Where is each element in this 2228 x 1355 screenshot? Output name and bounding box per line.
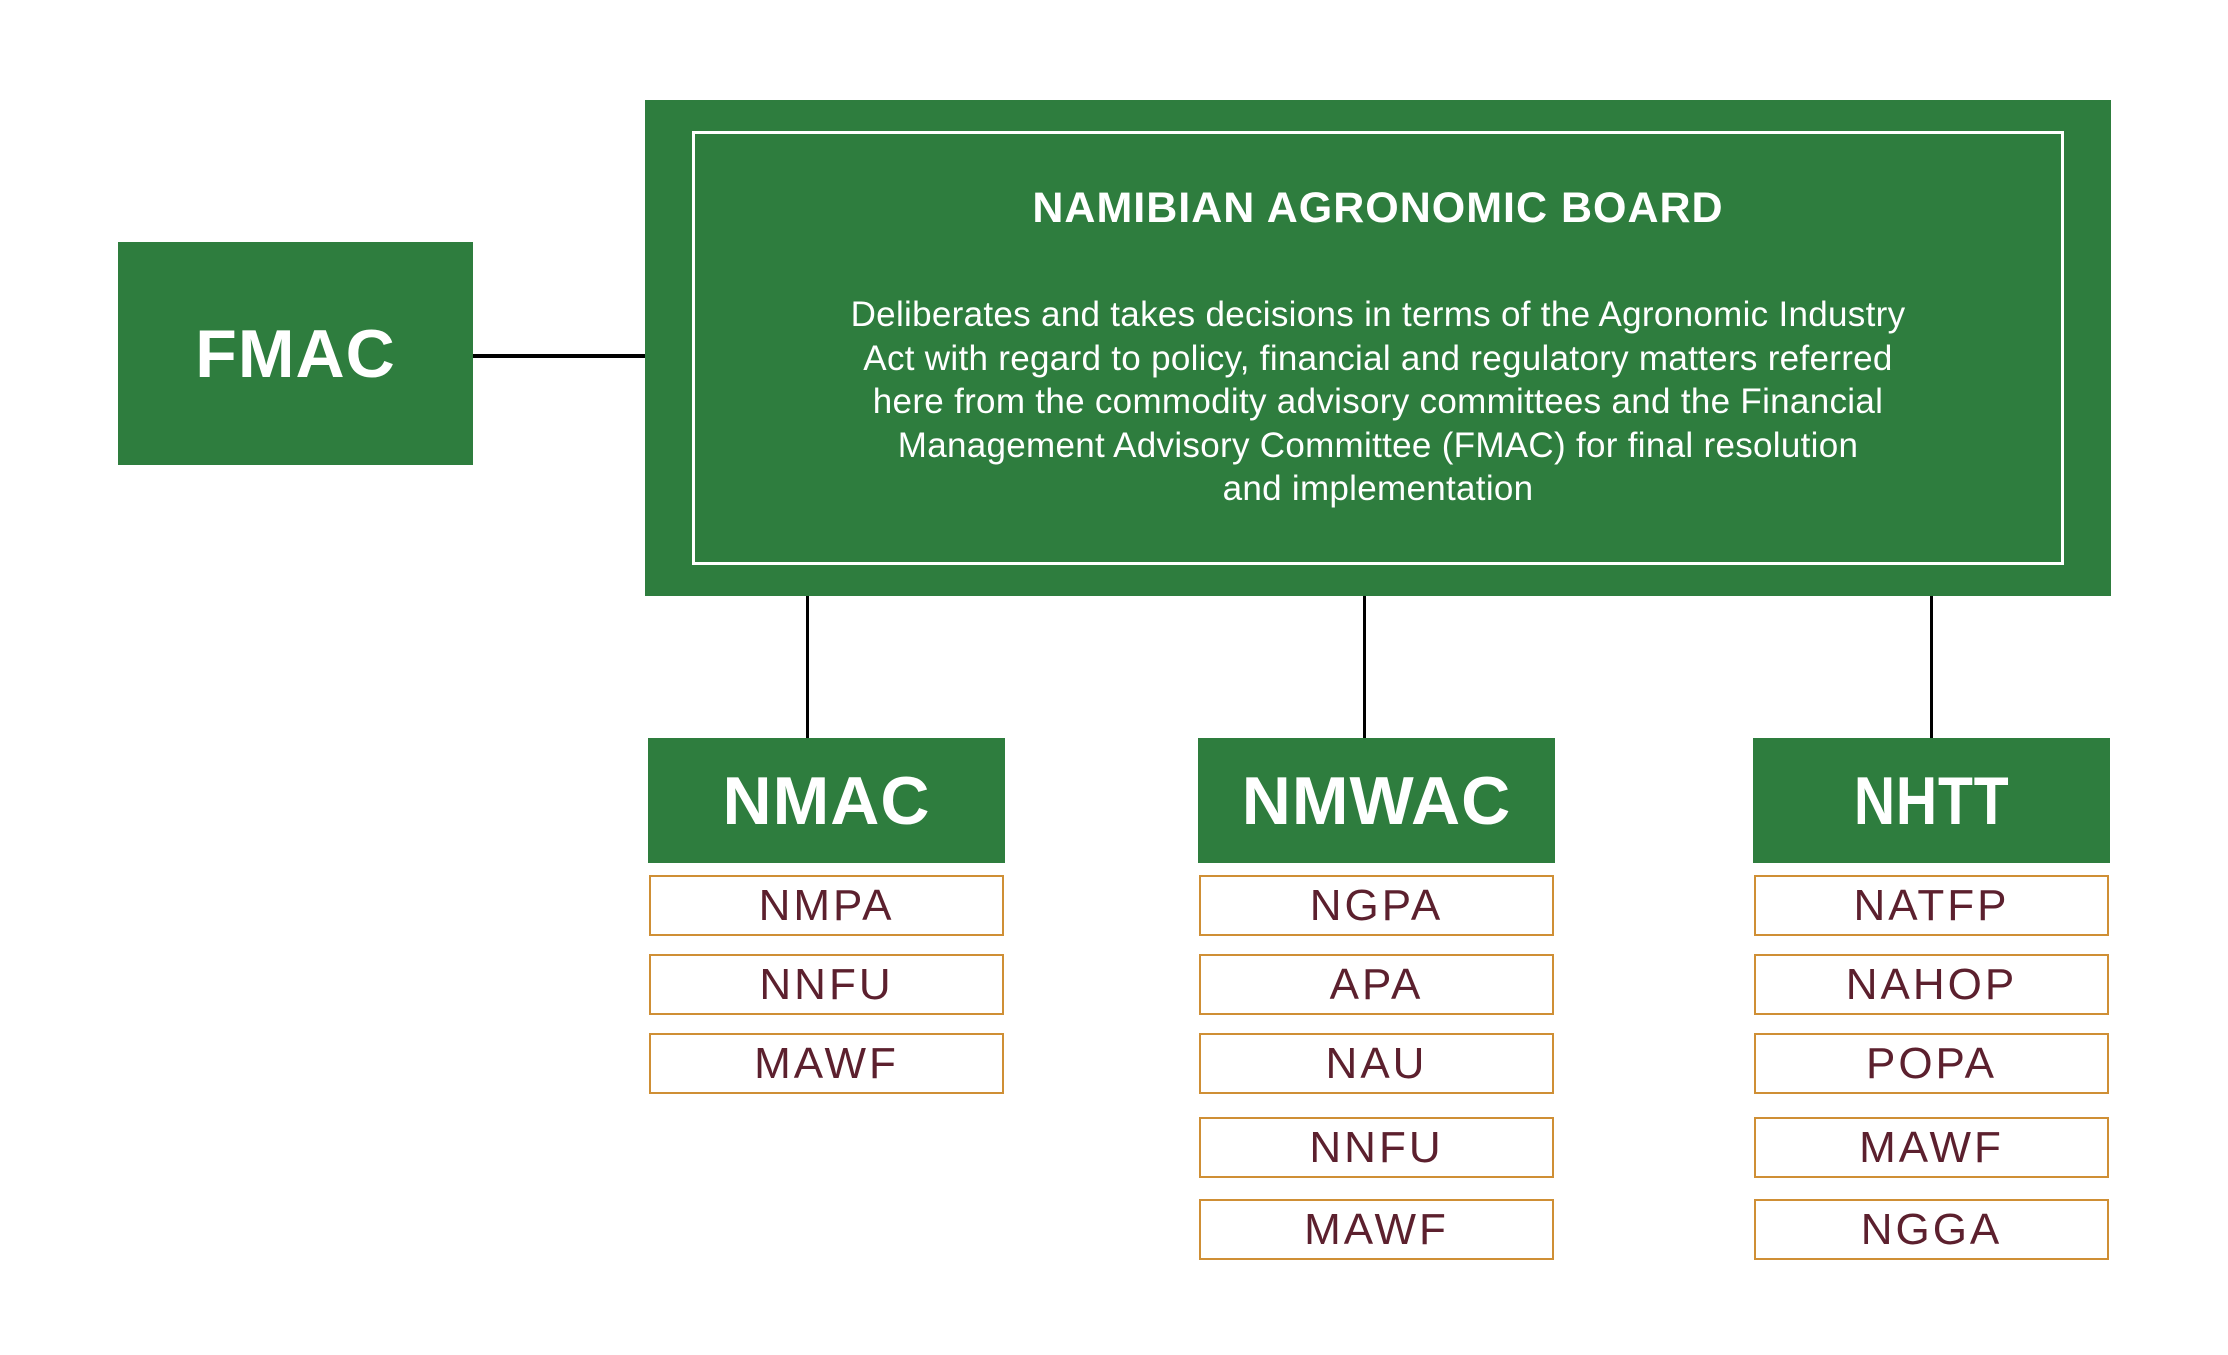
board-description-line: here from the commodity advisory committ…	[872, 382, 1884, 421]
member-box: NMPA	[649, 875, 1004, 936]
committee-header-nmac: NMAC	[648, 738, 1005, 863]
board-title: NAMIBIAN AGRONOMIC BOARD	[1032, 184, 1724, 232]
member-box: MAWF	[649, 1033, 1004, 1094]
connector-board-nmwac	[1363, 596, 1366, 738]
member-box: NNFU	[1199, 1117, 1554, 1178]
connector-board-nmac	[806, 596, 809, 738]
board-description-line: and implementation	[1222, 469, 1534, 508]
member-box: NAHOP	[1754, 954, 2109, 1015]
fmac-box: FMAC	[118, 242, 473, 465]
committee-header-nmac-label: NMAC	[722, 762, 931, 839]
board-description: Deliberates and takes decisions in terms…	[645, 293, 2111, 511]
board-description-line: Act with regard to policy, financial and…	[863, 338, 1893, 378]
connector-fmac-board	[473, 354, 646, 358]
member-box: MAWF	[1754, 1117, 2109, 1178]
member-box: NNFU	[649, 954, 1004, 1015]
committee-header-nhtt-label: NHTT	[1853, 762, 2010, 839]
member-box: NATFP	[1754, 875, 2109, 936]
committee-header-nhtt: NHTT	[1753, 738, 2110, 863]
member-box: NAU	[1199, 1033, 1554, 1094]
board-description-line: Management Advisory Committee (FMAC) for…	[897, 425, 1859, 465]
member-box: MAWF	[1199, 1199, 1554, 1260]
board-box: NAMIBIAN AGRONOMIC BOARD Deliberates and…	[645, 100, 2111, 596]
committee-header-nmwac-label: NMWAC	[1241, 762, 1512, 839]
fmac-label: FMAC	[195, 315, 396, 392]
committee-header-nmwac: NMWAC	[1198, 738, 1555, 863]
member-box: NGGA	[1754, 1199, 2109, 1260]
member-box: POPA	[1754, 1033, 2109, 1094]
connector-board-nhtt	[1930, 596, 1933, 738]
board-description-line: Deliberates and takes decisions in terms…	[850, 295, 1906, 334]
member-box: APA	[1199, 954, 1554, 1015]
member-box: NGPA	[1199, 875, 1554, 936]
